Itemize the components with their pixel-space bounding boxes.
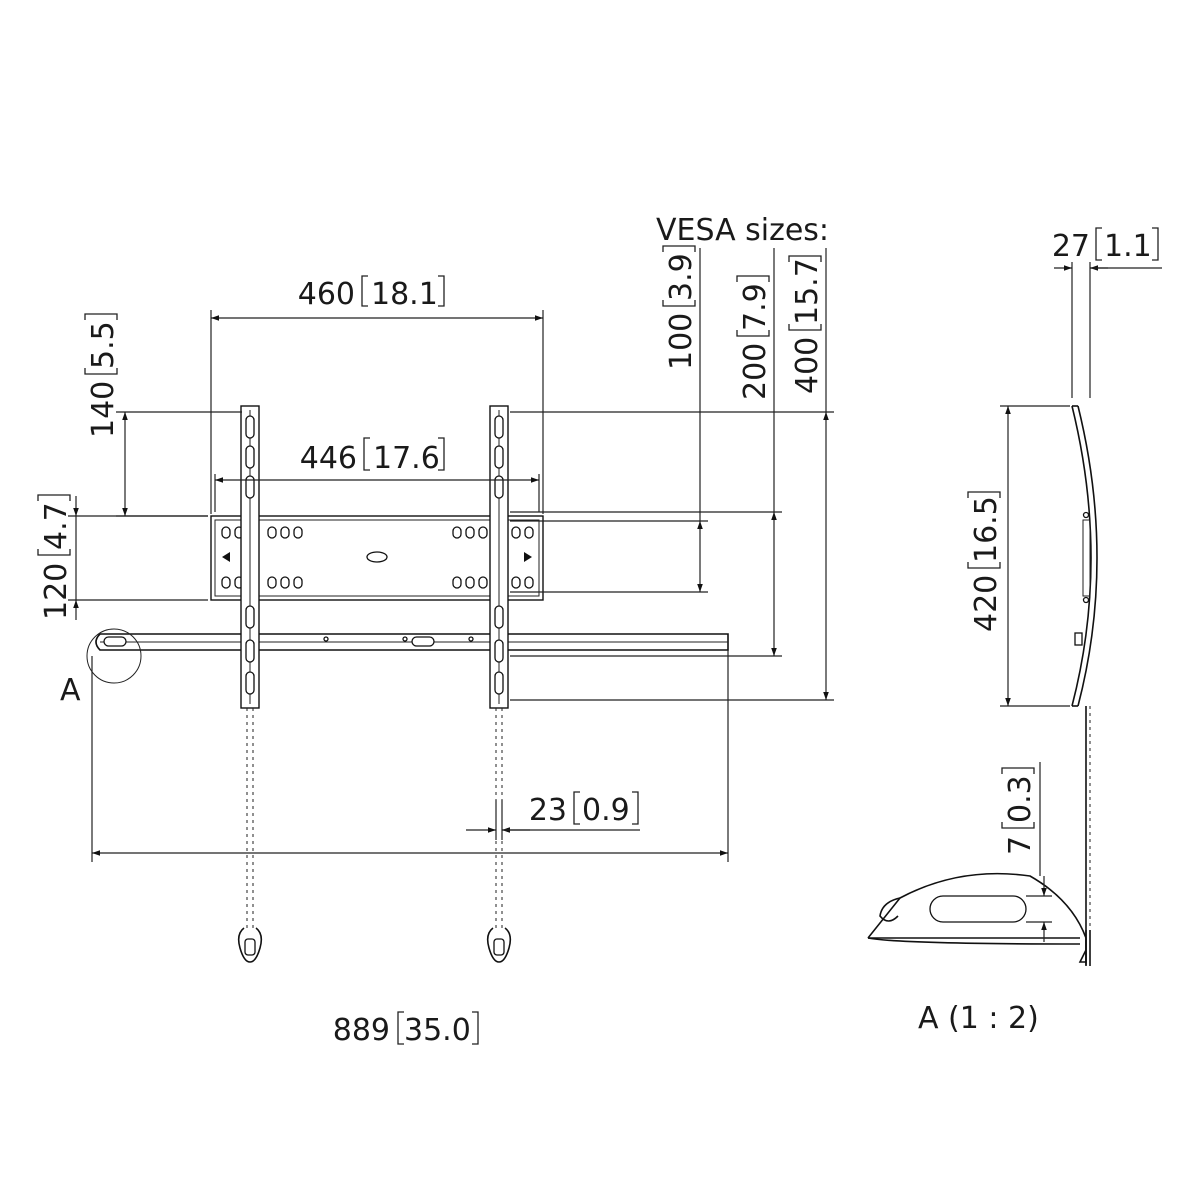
- dim-120-in: 4.7: [39, 502, 74, 550]
- dim-7-in: 0.3: [1003, 775, 1038, 823]
- dim-460-mm: 460: [298, 277, 355, 312]
- dim-27-mm: 27: [1052, 229, 1090, 264]
- dim-7-mm: 7: [1003, 836, 1038, 855]
- dim-vesa-200-in: 7.9: [738, 283, 773, 331]
- dim-23-in: 0.9: [582, 793, 630, 828]
- dim-side-420: 420 16.5: [967, 405, 1070, 707]
- dim-420-mm: 420: [969, 575, 1004, 632]
- detail-circle-a: [86, 628, 142, 684]
- plate-slots-left: [221, 526, 303, 589]
- dim-140-mm: 140: [86, 381, 121, 438]
- dim-vesa-100: 100 3.9: [510, 245, 708, 593]
- vesa-sizes-label: VESA sizes:: [656, 213, 829, 248]
- dim-446-mm: 446: [300, 441, 357, 476]
- dim-vesa-100-mm: 100: [664, 313, 699, 370]
- dim-vesa-100-in: 3.9: [664, 253, 699, 301]
- dim-vesa-200: 200 7.9: [510, 248, 782, 657]
- dim-889-mm: 889: [333, 1013, 390, 1048]
- dim-120-mm: 120: [39, 563, 74, 620]
- detail-a-view: 7 0.3 A (1 : 2): [867, 762, 1091, 1036]
- dim-vesa-200-mm: 200: [738, 343, 773, 400]
- dim-overall-889: 889 35.0: [91, 650, 729, 1048]
- dim-width-460: 460 18.1: [210, 275, 544, 514]
- dim-vesa-400-in: 15.7: [790, 258, 825, 325]
- dim-depth-27: 27 1.1: [1052, 227, 1162, 398]
- detail-a-caption: A (1 : 2): [918, 1001, 1039, 1036]
- dim-arm-23: 23 0.9: [466, 791, 640, 840]
- dim-width-446: 446 17.6: [214, 437, 540, 512]
- wall-rail: [86, 628, 729, 684]
- dim-420-in: 16.5: [969, 496, 1004, 563]
- dim-140-in: 5.5: [86, 321, 121, 369]
- dim-height-140: 140 5.5: [84, 313, 242, 517]
- detail-marker-a: A: [60, 673, 81, 708]
- plate-slots-right: [452, 526, 534, 589]
- dim-27-in: 1.1: [1104, 229, 1152, 264]
- front-view: 460 18.1 446 17.6 140 5.5: [37, 213, 834, 1048]
- right-arm: [486, 405, 512, 963]
- dim-446-in: 17.6: [373, 441, 440, 476]
- dim-vesa-400-mm: 400: [790, 337, 825, 394]
- dim-23-mm: 23: [529, 793, 567, 828]
- mounting-plate: [210, 515, 544, 601]
- left-arm: [237, 405, 263, 963]
- dim-detail-7: 7 0.3: [1001, 762, 1052, 942]
- dim-height-120: 120 4.7: [37, 494, 208, 620]
- dim-889-in: 35.0: [404, 1013, 471, 1048]
- dim-vesa-400: 400 15.7: [510, 248, 834, 701]
- side-view: 27 1.1 420 16.5: [967, 227, 1162, 965]
- dim-460-in: 18.1: [371, 277, 438, 312]
